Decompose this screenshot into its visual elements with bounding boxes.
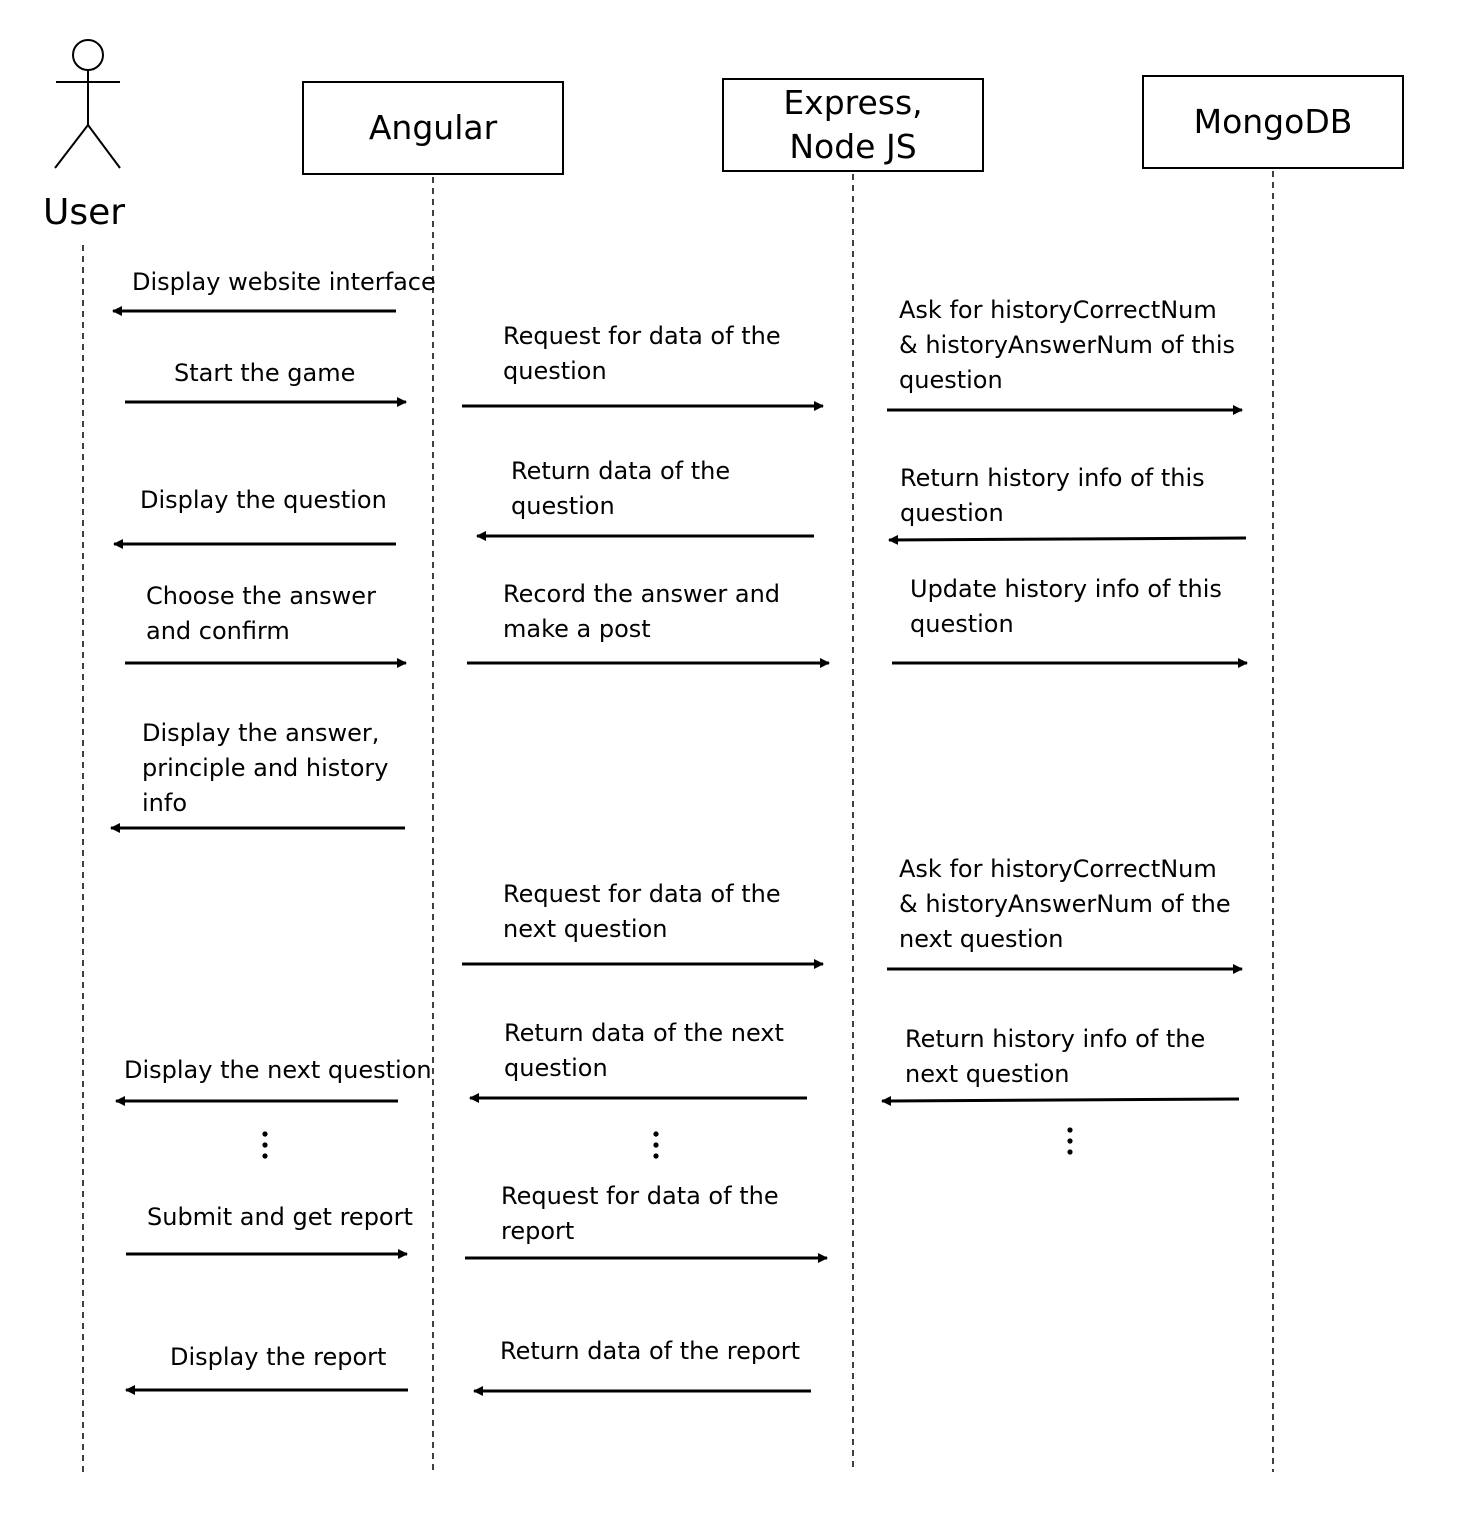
message-text-line: question	[504, 1054, 608, 1082]
vertical-ellipsis-icon	[262, 1131, 268, 1159]
message-text-line: report	[501, 1217, 575, 1245]
participant-label: Angular	[368, 108, 498, 147]
message-text-line: question	[910, 610, 1014, 638]
participant-label: Express,	[783, 83, 923, 122]
user-actor-icon	[54, 39, 121, 169]
message-text-line: principle and history	[142, 754, 389, 782]
message-text-line: question	[503, 357, 607, 385]
message-label-m17: Submit and get report	[147, 1200, 413, 1235]
participant-mongodb: MongoDB	[1142, 75, 1404, 169]
message-text-line: Request for data of the	[503, 322, 781, 350]
participant-angular: Angular	[302, 81, 564, 175]
message-label-m18: Request for data of the report	[501, 1179, 779, 1249]
message-text-line: Return history info of this	[900, 464, 1205, 492]
message-text-line: next question	[905, 1060, 1070, 1088]
message-text-line: next question	[899, 925, 1064, 953]
message-text-line: Update history info of this	[910, 575, 1222, 603]
message-label-m20: Return data of the report	[500, 1334, 800, 1369]
message-label-m09: Record the answer and make a post	[503, 577, 780, 647]
continuation-ellipses	[262, 1127, 1073, 1159]
vertical-ellipsis-icon	[1067, 1127, 1073, 1155]
message-text-line: question	[900, 499, 1004, 527]
message-text-line: next question	[503, 915, 668, 943]
message-label-m11: Display the answer, principle and history…	[142, 716, 388, 821]
message-label-m13: Ask for historyCorrectNum & historyAnswer…	[899, 852, 1231, 957]
message-arrow-m16	[881, 1095, 1240, 1106]
message-arrow-m07	[888, 534, 1247, 545]
message-text-line: Return data of the	[511, 457, 731, 485]
message-text-line: Request for data of the	[501, 1182, 779, 1210]
message-label-m02: Start the game	[174, 356, 355, 391]
message-text-line: info	[142, 789, 188, 817]
vertical-ellipsis-icon	[653, 1131, 659, 1159]
message-label-m07: Return history info of this question	[900, 461, 1205, 531]
message-text-line: Ask for historyCorrectNum	[899, 855, 1217, 883]
message-text-line: and confirm	[146, 617, 290, 645]
message-text-line: Display the question	[140, 486, 387, 514]
message-label-m06: Return data of the question	[511, 454, 730, 524]
message-text-line: Start the game	[174, 359, 356, 387]
message-text-line: question	[511, 492, 615, 520]
participant-label: MongoDB	[1193, 102, 1353, 141]
message-text-line: Ask for historyCorrectNum	[899, 296, 1217, 324]
message-label-m05: Display the question	[140, 483, 387, 518]
message-label-m16: Return history info of the next question	[905, 1022, 1205, 1092]
message-text-line: make a post	[503, 615, 651, 643]
message-label-m15: Return data of the next question	[504, 1016, 784, 1086]
message-label-m08: Choose the answer and confirm	[146, 579, 376, 649]
actor-label-user: User	[43, 192, 126, 233]
message-text-line: Request for data of the	[503, 880, 781, 908]
message-label-m03: Request for data of the question	[503, 319, 781, 389]
message-label-m04: Ask for historyCorrectNum & historyAnswer…	[899, 293, 1235, 398]
lifelines	[82, 171, 1274, 1472]
message-text-line: Display the answer,	[142, 719, 380, 747]
message-text-line: Display the next question	[124, 1056, 432, 1084]
message-text-line: Display the report	[170, 1343, 387, 1371]
message-label-m01: Display website interface	[132, 265, 436, 300]
message-text-line: Return data of the report	[500, 1337, 801, 1365]
message-text-line: & historyAnswerNum of this	[899, 331, 1236, 359]
message-text-line: Return data of the next	[504, 1019, 784, 1047]
message-arrows	[110, 306, 1248, 1396]
message-text-line: question	[899, 366, 1003, 394]
message-text-line: Record the answer and	[503, 580, 781, 608]
message-label-m10: Update history info of this question	[910, 572, 1222, 642]
message-text-line: & historyAnswerNum of the	[899, 890, 1231, 918]
message-label-m14: Display the next question	[124, 1053, 432, 1088]
participant-label: Node JS	[789, 127, 917, 166]
message-label-m12: Request for data of the next question	[503, 877, 781, 947]
message-text-line: Return history info of the	[905, 1025, 1206, 1053]
message-text-line: Display website interface	[132, 268, 436, 296]
participant-express: Express, Node JS	[722, 78, 984, 172]
message-label-m19: Display the report	[170, 1340, 386, 1375]
message-text-line: Submit and get report	[147, 1203, 413, 1231]
message-text-line: Choose the answer	[146, 582, 376, 610]
